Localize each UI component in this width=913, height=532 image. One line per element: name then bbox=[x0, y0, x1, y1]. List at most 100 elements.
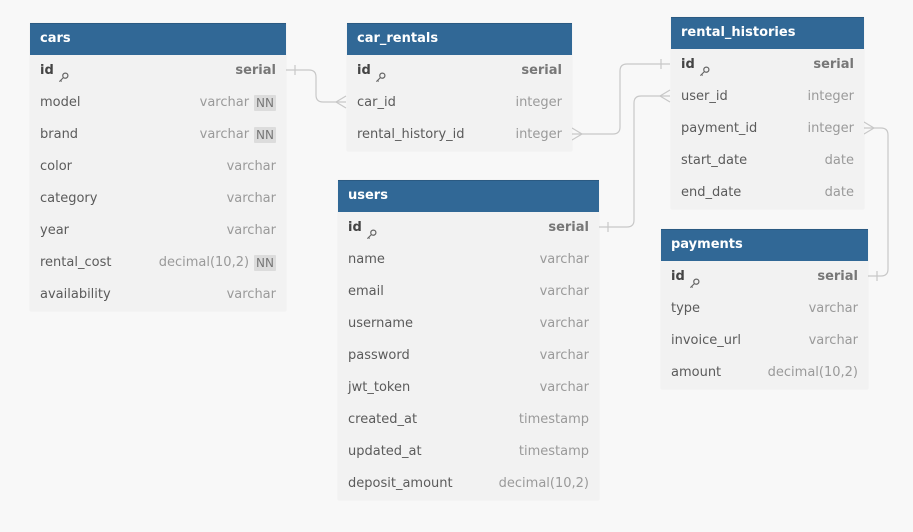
table-header-rental-histories[interactable]: rental_histories bbox=[671, 17, 864, 49]
field-row-color[interactable]: color varchar bbox=[30, 151, 286, 183]
field-name: id bbox=[357, 55, 386, 87]
field-type: varchar bbox=[539, 252, 589, 267]
field-type-group: varchar bbox=[227, 151, 276, 183]
field-type: varchar bbox=[539, 316, 589, 331]
field-type-group: serial bbox=[521, 55, 562, 87]
connector-cars-car-rentals bbox=[286, 69, 346, 103]
table-car-rentals[interactable]: car_rentals id serial car_id integer rental_… bbox=[347, 23, 572, 151]
field-row-year[interactable]: year varchar bbox=[30, 215, 286, 247]
field-type-group: varchar bbox=[540, 244, 589, 276]
field-name: updated_at bbox=[348, 444, 422, 459]
field-row-username[interactable]: username varchar bbox=[338, 308, 599, 340]
field-type-group: serial bbox=[813, 49, 854, 81]
connector-payment-id-crowfoot bbox=[863, 121, 876, 135]
field-row-car-id[interactable]: car_id integer bbox=[347, 87, 572, 119]
field-name: category bbox=[40, 191, 98, 206]
field-name: brand bbox=[40, 127, 79, 142]
field-name: car_id bbox=[357, 95, 396, 110]
field-type: varchar bbox=[539, 284, 589, 299]
primary-key-icon bbox=[699, 58, 710, 76]
field-type: serial bbox=[813, 57, 854, 72]
field-name: color bbox=[40, 159, 73, 174]
table-header-users[interactable]: users bbox=[338, 180, 599, 212]
field-type: integer bbox=[807, 121, 854, 136]
field-type: varchar bbox=[539, 348, 589, 363]
not-null-badge: NN bbox=[254, 255, 276, 271]
field-type: varchar bbox=[808, 301, 858, 316]
field-type-group: timestamp bbox=[519, 404, 589, 436]
field-name: created_at bbox=[348, 412, 418, 427]
field-type: serial bbox=[521, 63, 562, 78]
table-header-car-rentals[interactable]: car_rentals bbox=[347, 23, 572, 55]
field-name: year bbox=[40, 223, 70, 238]
field-name: id bbox=[40, 55, 69, 87]
field-type-group: varchar bbox=[540, 372, 589, 404]
connector-rental-history-id-crowfoot bbox=[571, 127, 584, 141]
field-row-availability[interactable]: availability varchar bbox=[30, 279, 286, 311]
connector-car-rentals-rental-histories bbox=[572, 63, 670, 135]
connector-users-rental-histories bbox=[599, 95, 670, 228]
field-name: type bbox=[671, 301, 701, 316]
field-row-id[interactable]: id serial bbox=[347, 55, 572, 87]
field-type: varchar bbox=[808, 333, 858, 348]
field-name: id bbox=[348, 212, 377, 244]
field-type-group: serial bbox=[817, 261, 858, 293]
field-row-jwt-token[interactable]: jwt_token varchar bbox=[338, 372, 599, 404]
primary-key-icon bbox=[689, 270, 700, 288]
field-row-email[interactable]: email varchar bbox=[338, 276, 599, 308]
field-type: decimal(10,2) bbox=[158, 255, 250, 270]
field-type-group: varchar bbox=[540, 308, 589, 340]
field-type-group: integer bbox=[807, 81, 854, 113]
field-row-created-at[interactable]: created_at timestamp bbox=[338, 404, 599, 436]
field-type: serial bbox=[235, 63, 276, 78]
field-name: jwt_token bbox=[348, 380, 411, 395]
table-header-payments[interactable]: payments bbox=[661, 229, 868, 261]
field-type-group: varchar bbox=[540, 276, 589, 308]
field-type: serial bbox=[817, 269, 858, 284]
field-type-group: varchar bbox=[227, 215, 276, 247]
not-null-badge: NN bbox=[254, 127, 276, 143]
field-name: deposit_amount bbox=[348, 476, 453, 491]
field-type: integer bbox=[515, 95, 562, 110]
field-row-type[interactable]: type varchar bbox=[661, 293, 868, 325]
field-type-group: integer bbox=[807, 113, 854, 145]
field-type-group: decimal(10,2) NN bbox=[159, 247, 276, 279]
field-name: end_date bbox=[681, 185, 742, 200]
field-name: rental_history_id bbox=[357, 127, 465, 142]
field-type: date bbox=[824, 153, 854, 168]
field-row-id[interactable]: id serial bbox=[30, 55, 286, 87]
field-name: email bbox=[348, 284, 384, 299]
field-name: availability bbox=[40, 287, 111, 302]
field-type: varchar bbox=[226, 223, 276, 238]
field-type-group: varchar bbox=[227, 279, 276, 311]
field-type: varchar bbox=[539, 380, 589, 395]
table-header-cars[interactable]: cars bbox=[30, 23, 286, 55]
field-type: integer bbox=[807, 89, 854, 104]
field-name: username bbox=[348, 316, 413, 331]
